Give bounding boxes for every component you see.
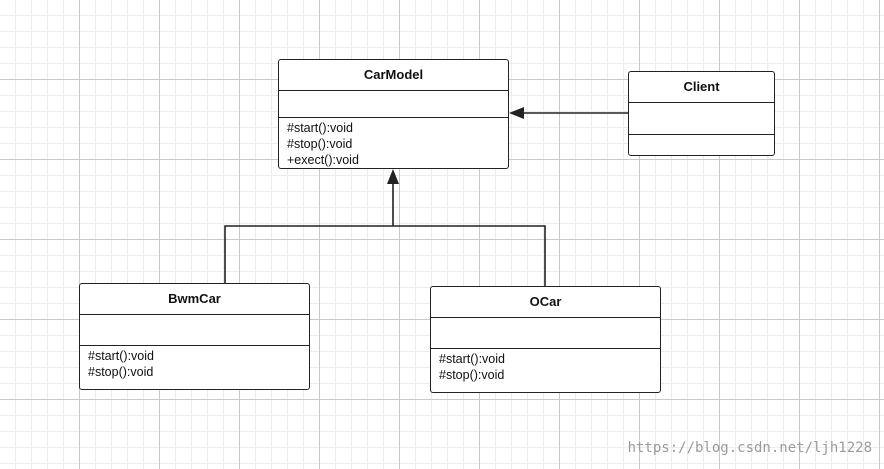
generalization-line-ocar: [393, 225, 546, 286]
class-name: BwmCar: [80, 284, 309, 315]
operation: #stop():void: [287, 137, 353, 151]
association-arrowhead: [509, 107, 524, 119]
class-client[interactable]: Client: [628, 71, 775, 156]
operations-section: #start():void #stop():void +exect():void: [279, 118, 508, 168]
class-name: CarModel: [279, 60, 508, 91]
watermark: https://blog.csdn.net/ljh1228: [627, 440, 872, 456]
attributes-section: [431, 318, 660, 349]
operation: #stop():void: [439, 368, 505, 382]
operation: #start():void: [439, 352, 505, 366]
class-name: Client: [629, 72, 774, 103]
class-bwmcar[interactable]: BwmCar #start():void #stop():void: [79, 283, 310, 390]
operation: #start():void: [88, 349, 154, 363]
class-name: OCar: [431, 287, 660, 318]
attributes-section: [80, 315, 309, 346]
operation: #start():void: [287, 121, 353, 135]
operation: +exect():void: [287, 153, 359, 167]
class-ocar[interactable]: OCar #start():void #stop():void: [430, 286, 661, 393]
operations-section: #start():void #stop():void: [80, 346, 309, 389]
operations-section: #start():void #stop():void: [431, 349, 660, 392]
attributes-section: [279, 91, 508, 118]
generalization-line-bwmcar: [224, 225, 393, 283]
class-carmodel[interactable]: CarModel #start():void #stop():void +exe…: [278, 59, 509, 169]
operation: #stop():void: [88, 365, 154, 379]
attributes-section: [629, 103, 774, 135]
generalization-arrowhead: [387, 169, 399, 184]
operations-section: [629, 135, 774, 155]
